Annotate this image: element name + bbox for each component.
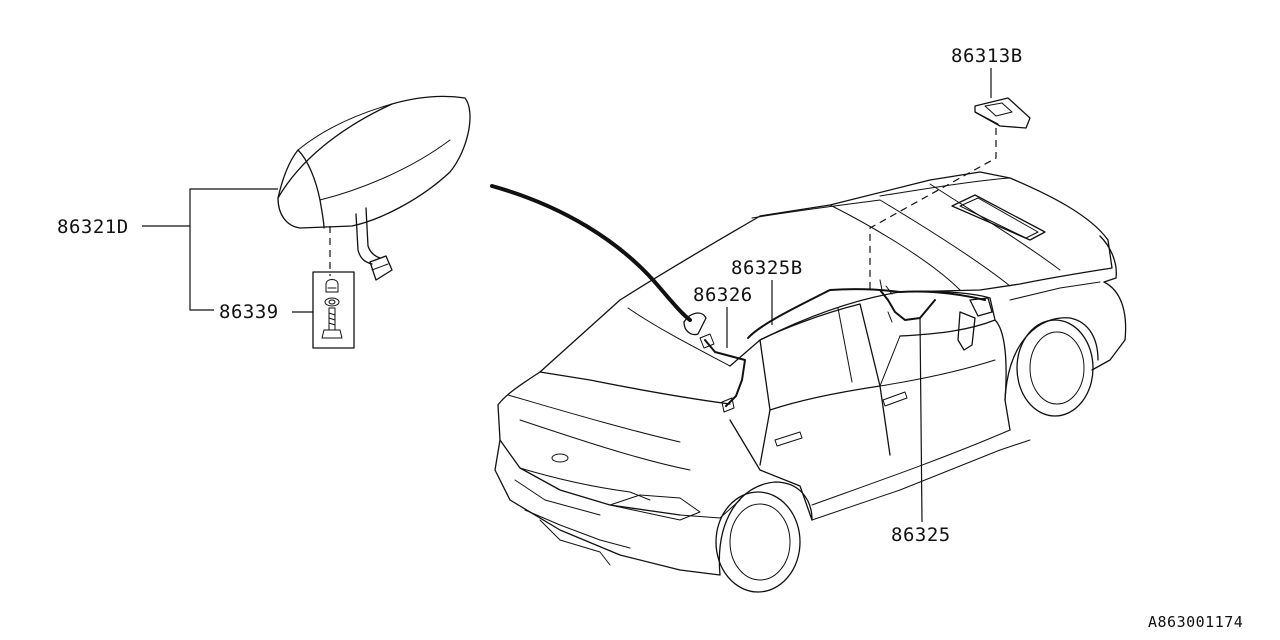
vehicle-outline (494, 171, 1127, 593)
bracket-leader (189, 188, 278, 311)
part-label-86325: 86325 (891, 524, 951, 546)
antenna-cable-thick[interactable] (490, 184, 692, 322)
connector-86326[interactable] (699, 333, 735, 413)
part-label-86321d: 86321D (57, 216, 129, 238)
cover-part-86313b[interactable] (974, 97, 1031, 129)
part-label-86313b: 86313B (951, 45, 1023, 67)
cover-mount-guide (869, 128, 997, 290)
drawing-reference: A863001174 (1148, 613, 1243, 631)
part-label-86325b: 86325B (731, 257, 803, 279)
screw-kit[interactable] (312, 271, 355, 349)
antenna-amplifier[interactable] (683, 312, 707, 336)
rear-connector[interactable] (957, 311, 976, 351)
leader-86325 (919, 317, 923, 523)
antenna-harness-86325b[interactable] (747, 288, 986, 339)
part-label-86339: 86339 (219, 301, 279, 323)
shark-fin-antenna[interactable] (277, 95, 471, 281)
antenna-harness-86326[interactable] (704, 339, 746, 407)
part-label-86326: 86326 (693, 284, 753, 306)
rear-harness-86325[interactable] (879, 289, 936, 321)
